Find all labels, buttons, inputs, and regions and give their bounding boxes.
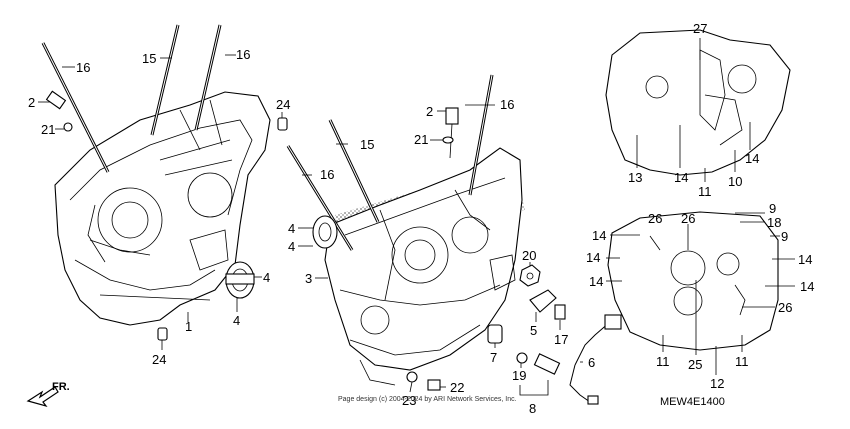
callout-5: 5 (530, 323, 537, 338)
callout-13: 13 (628, 170, 642, 185)
leader-lines (38, 38, 795, 396)
callout-8: 8 (529, 401, 536, 416)
gasket-top (605, 29, 791, 176)
callout-15: 15 (360, 137, 374, 152)
callout-21: 21 (414, 132, 428, 147)
callout-2: 2 (28, 95, 35, 110)
callout-27: 27 (693, 21, 707, 36)
callout-15: 15 (142, 51, 156, 66)
callout-22: 22 (450, 380, 464, 395)
callout-19: 19 (512, 368, 526, 383)
callout-11: 11 (656, 354, 670, 369)
callout-4: 4 (288, 239, 295, 254)
bearing-center (312, 215, 338, 249)
diagram-code: MEW4E1400 (660, 396, 725, 408)
callout-12: 12 (710, 376, 724, 391)
callout-24: 24 (152, 352, 166, 367)
callouts-right: 27 13 14 11 10 14 9 18 9 26 26 14 14 14 … (586, 21, 814, 391)
callout-14: 14 (674, 170, 688, 185)
callouts-center: 2 16 21 15 16 4 4 3 20 5 17 7 6 19 22 23… (288, 97, 595, 416)
callout-26: 26 (648, 211, 662, 226)
callout-1: 1 (185, 319, 192, 334)
callout-14: 14 (800, 279, 814, 294)
callout-9: 9 (781, 229, 788, 244)
callout-17: 17 (554, 332, 568, 347)
callout-16: 16 (320, 167, 334, 182)
callout-23: 23 (402, 393, 416, 408)
callout-16: 16 (76, 60, 90, 75)
callout-14: 14 (798, 252, 812, 267)
callout-26: 26 (681, 211, 695, 226)
callout-4: 4 (263, 270, 270, 285)
callout-24: 24 (276, 97, 290, 112)
callout-16: 16 (236, 47, 250, 62)
callout-20: 20 (522, 248, 536, 263)
center-crankcase (324, 147, 525, 386)
callout-25: 25 (688, 357, 702, 372)
callout-14: 14 (589, 274, 603, 289)
bearing-left (225, 261, 255, 299)
callout-6: 6 (588, 355, 595, 370)
callout-26: 26 (778, 300, 792, 315)
callout-10: 10 (728, 174, 742, 189)
stud-bolts-left (41, 24, 222, 173)
copyright-notice: Page design (c) 2004-2024 by ARI Network… (338, 396, 517, 403)
front-direction-arrow: FR. (26, 381, 70, 408)
callout-7: 7 (490, 350, 497, 365)
direction-label: FR. (52, 381, 70, 393)
small-parts-center (406, 264, 622, 405)
callout-11: 11 (735, 354, 749, 369)
left-crankcase (54, 91, 271, 326)
callouts-left: 16 2 21 15 16 24 4 4 1 24 (28, 47, 290, 367)
callout-9: 9 (769, 201, 776, 216)
callout-14: 14 (592, 228, 606, 243)
callout-18: 18 (767, 215, 781, 230)
callout-14: 14 (586, 250, 600, 265)
callout-16: 16 (500, 97, 514, 112)
gasket-bottom (607, 211, 779, 351)
callout-14: 14 (745, 151, 759, 166)
oil-bolt-left (45, 90, 73, 132)
oil-bolt-center (442, 107, 459, 159)
callout-3: 3 (305, 271, 312, 286)
callout-21: 21 (41, 122, 55, 137)
dowel-pins (157, 117, 288, 341)
callout-2: 2 (426, 104, 433, 119)
callout-4: 4 (233, 313, 240, 328)
callout-11: 11 (698, 184, 712, 199)
stud-bolts-center (286, 74, 494, 251)
callout-4: 4 (288, 221, 295, 236)
